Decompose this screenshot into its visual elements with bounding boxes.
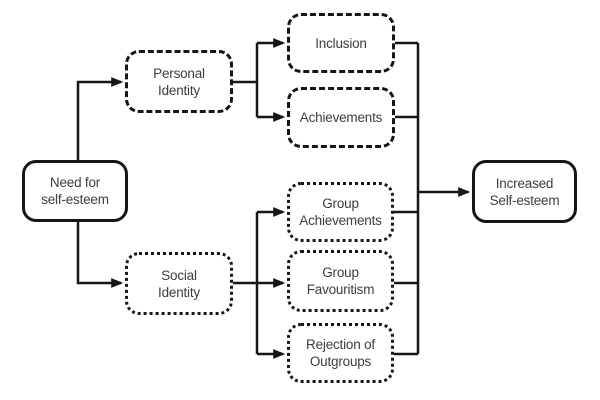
node-label-line: Group (322, 196, 359, 211)
edge-need-to-social (76, 222, 124, 288)
node-label-line: Favouritism (306, 282, 375, 297)
node-need-for-self-esteem: Need for self-esteem (22, 160, 128, 222)
node-label-line: Identity (158, 82, 200, 98)
node-increased-self-esteem: Increased Self-esteem (472, 160, 577, 223)
node-label-line: Self-esteem (489, 192, 560, 208)
node-label-line: Inclusion (315, 35, 367, 51)
node-inclusion: Inclusion (287, 13, 395, 73)
node-label-line: Need for (49, 175, 101, 190)
node-label-line: Increased (495, 175, 554, 191)
node-label-line: self-esteem (41, 192, 109, 207)
node-label-line: Identity (158, 284, 200, 300)
node-label-line: Rejection of (306, 337, 375, 352)
node-social-identity: Social Identity (125, 252, 233, 315)
node-label-line: Achievements (299, 213, 382, 228)
node-personal-identity: Personal Identity (125, 50, 233, 113)
node-label-line: Social (161, 267, 197, 283)
node-rejection-of-outgroups: Rejection of Outgroups (287, 323, 394, 383)
node-label-line: Outgroups (309, 354, 372, 369)
node-group-achievements: Group Achievements (287, 182, 394, 242)
node-group-favouritism: Group Favouritism (287, 250, 394, 312)
node-label-line: Achievements (299, 110, 383, 125)
node-label-line: Personal (153, 65, 205, 81)
edge-need-to-personal (76, 77, 124, 160)
node-label-line: Group (322, 265, 359, 280)
node-achievements: Achievements (287, 87, 395, 148)
